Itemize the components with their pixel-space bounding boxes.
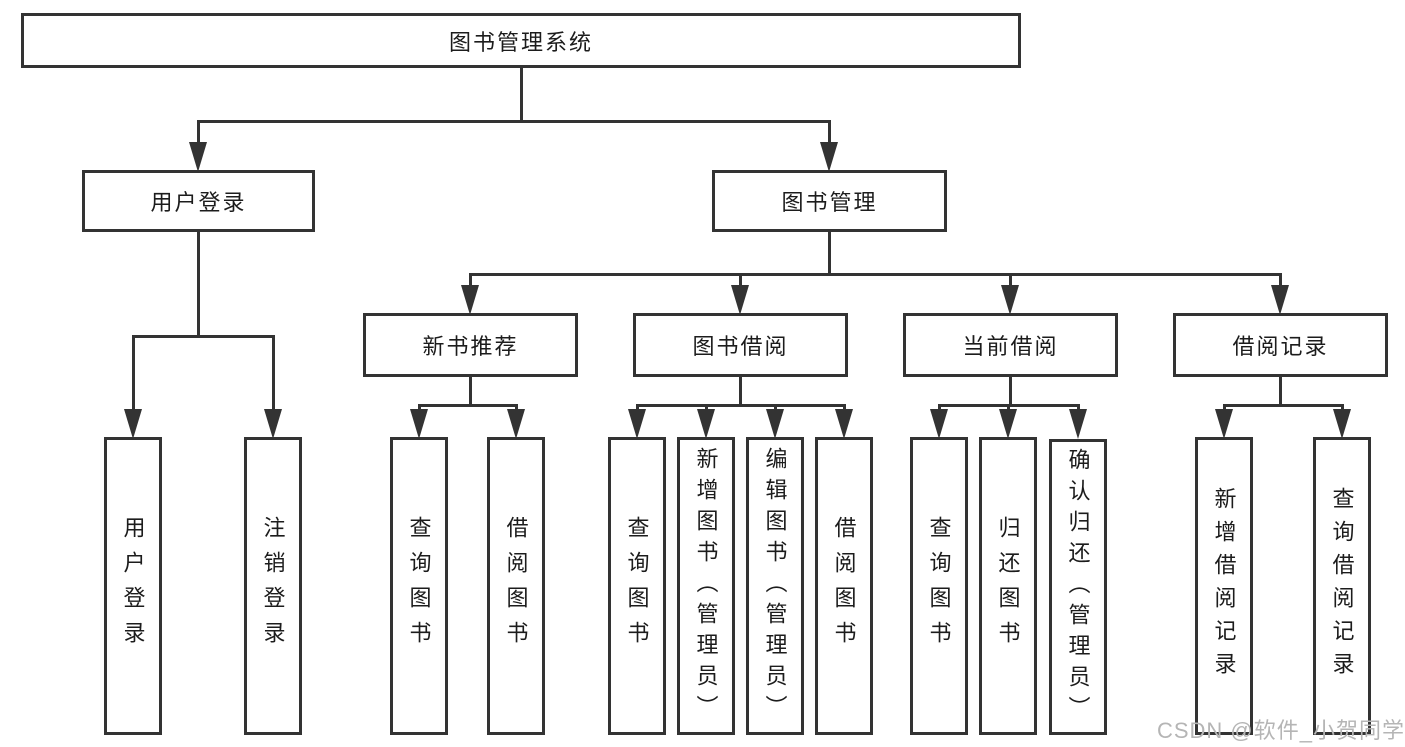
edge-br-trunk: [1279, 377, 1282, 407]
edge-bookmgmt-bus: [470, 273, 1282, 276]
arrow-to-user-login: [189, 142, 207, 172]
node-user-login: 用户登录: [82, 170, 315, 232]
node-current-borrowing: 当前借阅: [903, 313, 1118, 377]
arrow-to-book-borrowing: [731, 285, 749, 315]
arrow-to-bb-edit: [766, 409, 784, 439]
edge-bb-trunk: [739, 377, 742, 407]
edge-userlogin-bus: [133, 335, 275, 338]
node-book-borrowing: 图书借阅: [633, 313, 848, 377]
node-root: 图书管理系统: [21, 13, 1021, 68]
arrow-to-borrowing-records: [1271, 285, 1289, 315]
arrow-to-leaf-user-login: [124, 409, 142, 439]
node-book-management: 图书管理: [712, 170, 947, 232]
leaf-cb-confirm-return: 确认归还（管理员）: [1049, 439, 1107, 735]
node-new-book-recommend: 新书推荐: [363, 313, 578, 377]
arrow-to-bb-query: [628, 409, 646, 439]
leaf-bb-add-books: 新增图书（管理员）: [677, 437, 735, 735]
node-borrowing-records: 借阅记录: [1173, 313, 1388, 377]
leaf-nbr-query-books: 查询图书: [390, 437, 448, 735]
arrow-to-bb-add: [697, 409, 715, 439]
arrow-to-nbr-borrow: [507, 409, 525, 439]
leaf-cb-query-books: 查询图书: [910, 437, 968, 735]
arrow-to-cb-return: [999, 409, 1017, 439]
leaf-cb-return-books: 归还图书: [979, 437, 1037, 735]
edge-root-trunk: [520, 68, 523, 122]
leaf-bb-borrow-books: 借阅图书: [815, 437, 873, 735]
edge-to-borrowing-records: [1279, 273, 1282, 293]
edge-userlogin-trunk: [197, 232, 200, 338]
edge-nbr-trunk: [469, 377, 472, 407]
leaf-br-add-record: 新增借阅记录: [1195, 437, 1253, 735]
arrow-to-current-borrowing: [1001, 285, 1019, 315]
leaf-nbr-borrow-books: 借阅图书: [487, 437, 545, 735]
edge-to-book-borrowing: [739, 273, 742, 293]
arrow-to-book-management: [820, 142, 838, 172]
edge-root-bus: [197, 120, 831, 123]
edge-to-current-borrowing: [1009, 273, 1012, 293]
edge-root-userlogin: [197, 120, 200, 146]
arrow-to-nbr-query: [410, 409, 428, 439]
arrow-to-br-add: [1215, 409, 1233, 439]
leaf-bb-query-books: 查询图书: [608, 437, 666, 735]
edge-bookmgmt-trunk: [828, 232, 831, 275]
edge-to-new-book: [469, 273, 472, 293]
arrow-to-bb-borrow: [835, 409, 853, 439]
leaf-user-login: 用户登录: [104, 437, 162, 735]
edge-nbr-bus: [419, 404, 518, 407]
arrow-to-leaf-logout: [264, 409, 282, 439]
edge-bb-bus: [637, 404, 846, 407]
edge-userlogin-left: [132, 335, 135, 421]
arrow-to-cb-query: [930, 409, 948, 439]
arrow-to-cb-confirm: [1069, 409, 1087, 439]
edge-userlogin-right: [272, 335, 275, 421]
csdn-watermark: CSDN @软件_小贺同学: [1156, 718, 1405, 743]
edge-cb-trunk: [1009, 377, 1012, 407]
leaf-bb-edit-books: 编辑图书（管理员）: [746, 437, 804, 735]
leaf-br-query-record: 查询借阅记录: [1313, 437, 1371, 735]
edge-root-bookmgmt: [828, 120, 831, 146]
edge-br-bus: [1224, 404, 1344, 407]
leaf-logout: 注销登录: [244, 437, 302, 735]
arrow-to-new-book-recommend: [461, 285, 479, 315]
arrow-to-br-query: [1333, 409, 1351, 439]
